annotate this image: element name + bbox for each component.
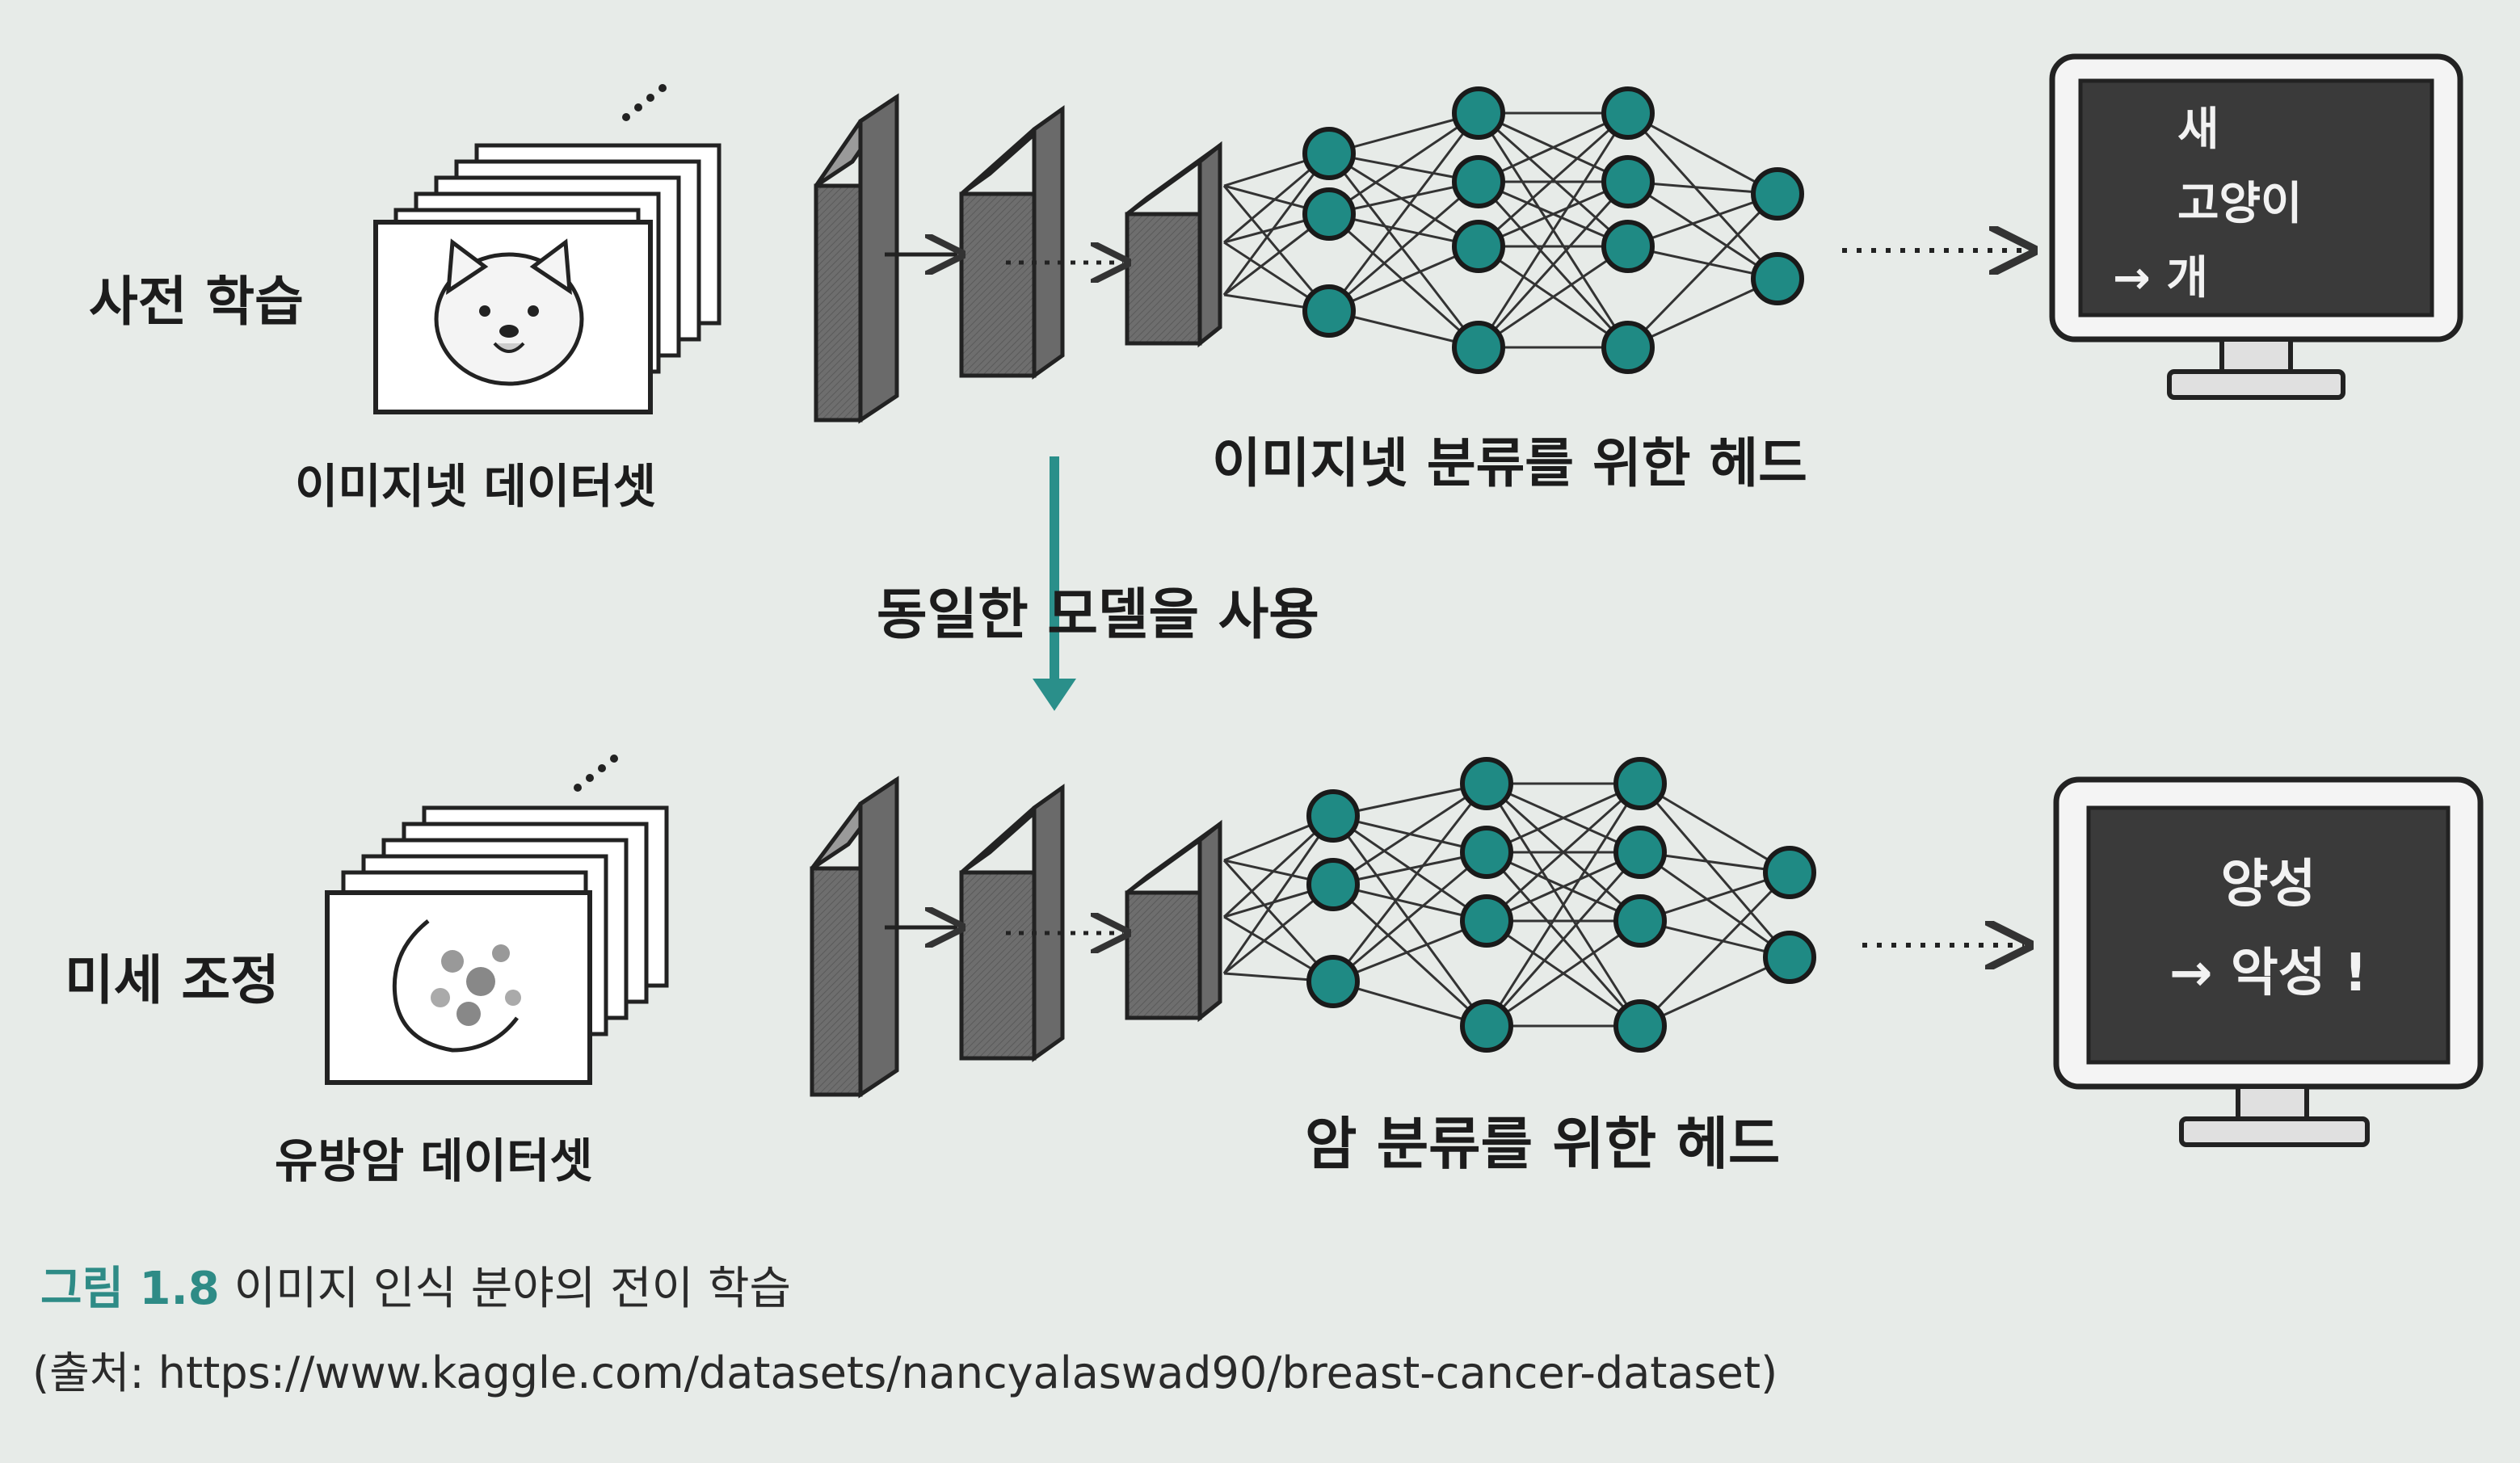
- network-edge: [1222, 153, 1331, 296]
- top-screen-line-1: 새: [2177, 103, 2219, 156]
- finetuning-label: 미세 조정: [65, 949, 280, 1011]
- network-edge: [1328, 152, 1479, 248]
- figure-number: 그림 1.8: [40, 1263, 220, 1315]
- network-edge: [1477, 180, 1630, 349]
- figure-source: (출처: https://www.kaggle.com/datasets/nan…: [32, 1347, 1778, 1398]
- network-edge: [1332, 782, 1487, 886]
- cancer-head-label: 암 분류를 위한 헤드: [1305, 1111, 1781, 1177]
- imagenet-dataset-label: 이미지넷 데이터셋: [295, 459, 657, 514]
- network-node: [1452, 220, 1505, 273]
- network-node: [1613, 826, 1667, 879]
- network-node: [1306, 955, 1360, 1008]
- network-edge: [1485, 851, 1642, 1027]
- network-node: [1302, 284, 1356, 338]
- network-node: [1613, 894, 1667, 948]
- stack-ellipsis-top: [622, 84, 667, 121]
- network-edge: [1332, 783, 1488, 982]
- network-node: [1306, 789, 1360, 843]
- network-edge: [1627, 111, 1778, 195]
- top-screen-text: 새 고양이 → 개: [2080, 93, 2323, 316]
- monitor-top: [2049, 53, 2463, 400]
- network-edge: [1328, 111, 1479, 216]
- network-node: [1460, 757, 1513, 810]
- network-edge: [1627, 180, 1778, 280]
- bottom-screen-line-2: → 악성 !: [2169, 944, 2368, 1003]
- network-edge: [1478, 180, 1629, 248]
- network-edge: [1222, 815, 1335, 974]
- network-edge: [1478, 245, 1629, 349]
- network-edge: [1327, 153, 1480, 348]
- network-edge: [1485, 783, 1642, 1027]
- bottom-screen-line-1: 양성: [2220, 855, 2316, 914]
- network-edge: [1626, 192, 1779, 349]
- network-edge: [1327, 112, 1480, 312]
- network-node: [1306, 858, 1360, 911]
- network-edge: [1328, 245, 1479, 313]
- network-edge: [1626, 111, 1779, 280]
- network-node: [1613, 757, 1667, 810]
- imagenet-image-stack: [373, 84, 722, 414]
- figure-title: 이미지 인식 분야의 전이 학습: [233, 1263, 792, 1315]
- network-node: [1302, 127, 1356, 180]
- network-edge: [1332, 851, 1487, 983]
- imagenet-head-label: 이미지넷 분류를 위한 헤드: [1212, 432, 1807, 494]
- network-edge: [1222, 185, 1331, 312]
- network-edge: [1328, 180, 1479, 313]
- network-edge: [1639, 782, 1790, 874]
- network-node: [1601, 321, 1655, 374]
- dog-illustration: [434, 238, 584, 386]
- breast-cancer-dataset-label: 유방암 데이터셋: [275, 1133, 593, 1188]
- network-node: [1452, 321, 1505, 374]
- network-node: [1601, 86, 1655, 140]
- network-edge: [1332, 919, 1487, 983]
- network-edge: [1485, 782, 1642, 923]
- network-edge: [1478, 111, 1629, 248]
- network-edge: [1332, 815, 1488, 1027]
- top-screen-line-3: → 개: [2113, 252, 2208, 305]
- network-node: [1460, 894, 1513, 948]
- figure-caption: 그림 1.8 이미지 인식 분야의 전이 학습: [40, 1252, 791, 1318]
- bottom-screen-text: 양성 → 악성 !: [2089, 840, 2448, 1018]
- network-node: [1460, 999, 1513, 1053]
- network-node: [1601, 220, 1655, 273]
- pretraining-label: 사전 학습: [89, 271, 304, 333]
- network-node: [1751, 167, 1804, 221]
- network-edge: [1478, 111, 1629, 183]
- stack-ellipsis-bottom: [574, 755, 618, 792]
- network-edge: [1486, 919, 1641, 1028]
- network-node: [1613, 999, 1667, 1053]
- network-edge: [1627, 277, 1778, 349]
- network-node: [1601, 155, 1655, 208]
- network-edge: [1486, 851, 1641, 923]
- imagenet-head-network: [1222, 86, 1804, 374]
- network-edge: [1639, 851, 1790, 959]
- conv-layers-top: [814, 93, 1222, 424]
- breast-cancer-image-stack: [325, 755, 669, 1085]
- network-edge: [1332, 883, 1488, 1028]
- network-edge: [1639, 783, 1791, 958]
- network-edge: [1639, 871, 1791, 1028]
- network-edge: [1639, 956, 1790, 1028]
- tissue-illustration: [392, 919, 521, 1053]
- cancer-head-network: [1222, 757, 1816, 1053]
- network-node: [1751, 252, 1804, 305]
- network-node: [1302, 187, 1356, 241]
- network-edge: [1477, 112, 1630, 348]
- network-edge: [1222, 859, 1335, 983]
- network-node: [1763, 846, 1816, 899]
- network-edge: [1486, 782, 1641, 854]
- conv-layers-bottom: [810, 776, 1222, 1099]
- monitor-bottom: [2053, 776, 2484, 1147]
- network-node: [1460, 826, 1513, 879]
- network-node: [1452, 155, 1505, 208]
- shared-model-label: 동일한 모델을 사용: [877, 583, 1319, 647]
- top-screen-line-2: 고양이: [2177, 178, 2303, 230]
- network-node: [1763, 931, 1816, 984]
- network-node: [1452, 86, 1505, 140]
- network-edge: [1328, 212, 1479, 349]
